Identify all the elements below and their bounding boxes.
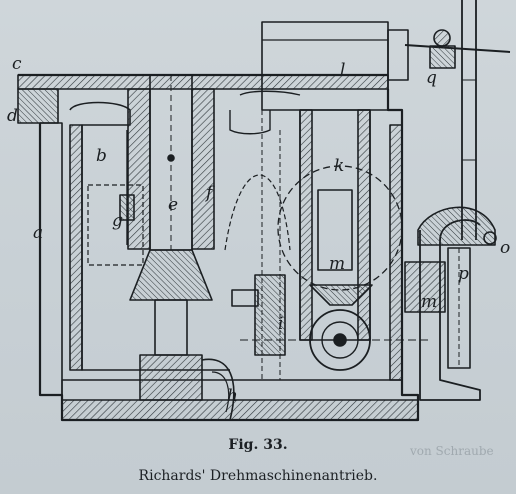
label-m-mid: m [329,254,346,274]
top-plate [17,74,389,90]
label-g: g [112,211,123,231]
figure-number: Fig. 33. [228,437,288,453]
bevel-gear-m [309,284,373,306]
column-slot [317,189,353,271]
handle-q [404,44,511,53]
show-through-text: von Schraube [410,444,494,458]
spindle [149,74,193,251]
label-d: d [7,106,18,126]
label-o: o [500,238,511,258]
pinion-gear [309,309,371,371]
gear-m-right [404,261,446,313]
label-h: h [227,386,238,406]
spindle-sleeve-left [127,88,151,250]
label-q: q [426,68,437,88]
label-p: p [458,264,469,284]
label-m-right: m [421,292,438,312]
spindle-sleeve-right [191,88,215,250]
label-l: l [340,60,346,80]
figure-caption: Richards' Drehmaschinenantrieb. [138,468,378,484]
label-a-left: a [33,223,44,243]
label-e: e [168,195,179,215]
column-l [261,21,389,111]
label-f: f [206,183,213,203]
label-i: i [278,314,284,334]
label-c: c [12,54,22,74]
left-flange [17,88,59,124]
lower-bearing [139,354,203,401]
label-b: b [96,146,107,166]
label-k: k [334,156,345,176]
base-foot [61,399,419,421]
bevel-gear-main [129,249,213,301]
